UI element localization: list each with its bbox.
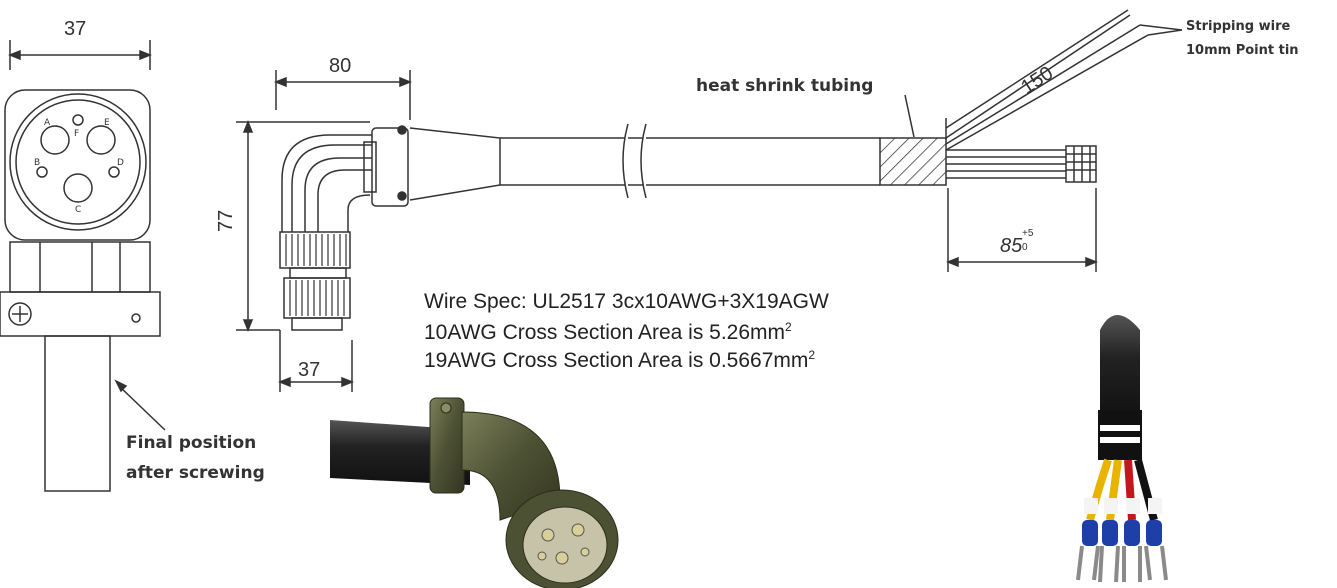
dim-connector-height: 77 bbox=[215, 210, 237, 232]
dim-top-width: 37 bbox=[64, 18, 86, 40]
connector-photo bbox=[330, 397, 619, 588]
wire-spec-line3: 19AWG Cross Section Area is 0.5667mm2 bbox=[424, 348, 815, 373]
dim-strip-length: 85 bbox=[1000, 235, 1023, 257]
final-position-line2: after screwing bbox=[126, 463, 265, 483]
wire-spec-line1: Wire Spec: UL2517 3cx10AWG+3X19AGW bbox=[424, 290, 829, 313]
pin-letter-d: D bbox=[117, 158, 124, 168]
pin-letters: A F E B C D bbox=[34, 118, 124, 215]
wire-spec-line2-text: 10AWG Cross Section Area is 5.26mm bbox=[424, 321, 786, 344]
heat-shrink-label: heat shrink tubing bbox=[696, 76, 873, 96]
dim-connector-base: 37 bbox=[298, 359, 320, 381]
dim-strip-tolerance-lower: 0 bbox=[1022, 242, 1028, 253]
terminals-photo bbox=[1076, 315, 1168, 583]
wire-spec-line3-text: 19AWG Cross Section Area is 0.5667mm bbox=[424, 349, 809, 372]
wire-spec-line2: 10AWG Cross Section Area is 5.26mm2 bbox=[424, 320, 792, 345]
pin-letter-e: E bbox=[104, 118, 110, 128]
angled-connector-view bbox=[236, 70, 501, 392]
pin-letter-c: C bbox=[75, 205, 81, 215]
wire-spec-line2-sup: 2 bbox=[785, 320, 792, 334]
final-position-line1: Final position bbox=[126, 433, 256, 453]
pin-letter-f: F bbox=[74, 129, 79, 139]
pin-letter-a: A bbox=[44, 118, 51, 128]
stripping-note-line1: Stripping wire bbox=[1186, 19, 1290, 34]
front-view bbox=[0, 40, 166, 492]
pin-letter-b: B bbox=[34, 158, 40, 168]
knurl-lines bbox=[285, 234, 347, 316]
dim-strip-tolerance-upper: +5 bbox=[1022, 228, 1034, 239]
cable-body bbox=[500, 9, 1183, 272]
stripping-note-line2: 10mm Point tin bbox=[1186, 43, 1299, 58]
wire-spec-line3-sup: 2 bbox=[808, 348, 816, 362]
dim-connector-width: 80 bbox=[329, 55, 351, 77]
